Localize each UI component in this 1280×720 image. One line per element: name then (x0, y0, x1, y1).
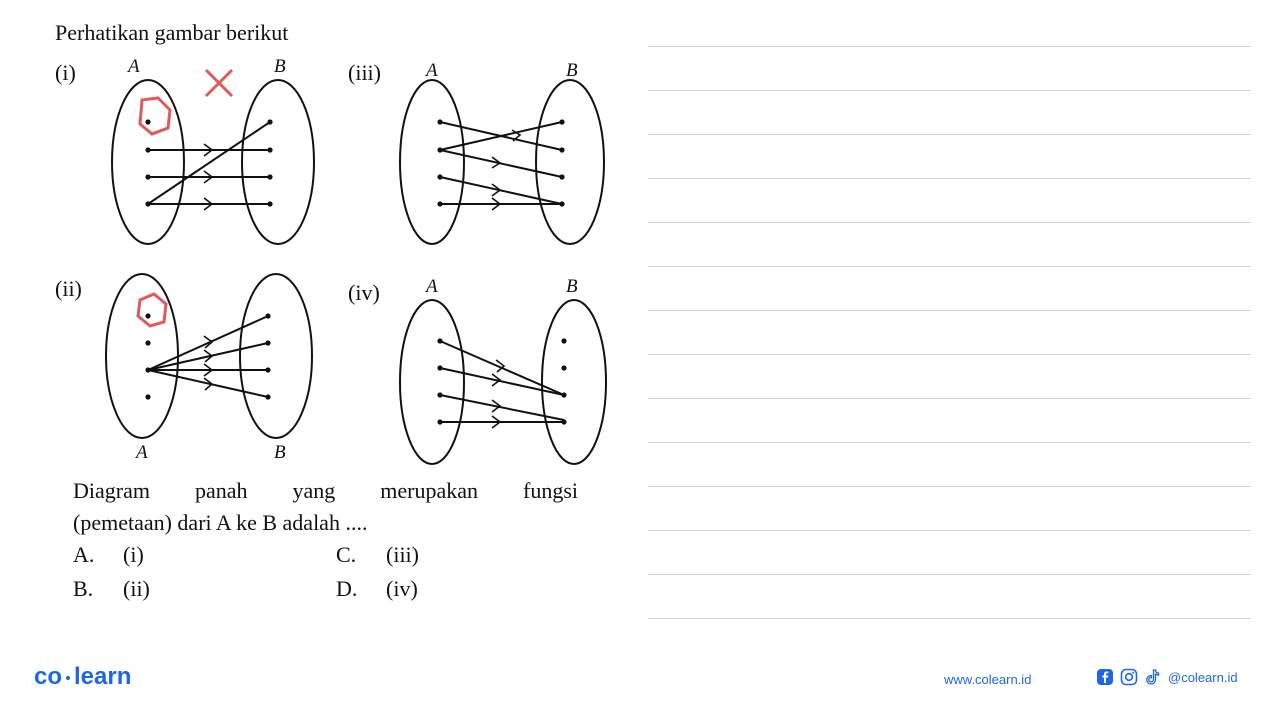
diagram-iii-points (437, 119, 565, 207)
diagram-i (111, 79, 315, 245)
ruled-line (648, 574, 1251, 575)
brand-logo-left: co (34, 663, 63, 690)
ruled-line (648, 354, 1251, 355)
option-letter: D. (336, 576, 358, 601)
cross-mark-annotation (204, 68, 234, 98)
website-link[interactable]: www.colearn.id (944, 672, 1032, 687)
set-a-oval (399, 79, 465, 245)
social-links: @colearn.id (1096, 668, 1238, 686)
circled-element-annotation (136, 292, 168, 328)
mapping-arrow (147, 315, 269, 371)
option-text: (i) (123, 542, 144, 567)
diagram-label-i: (i) (55, 60, 76, 85)
set-b-label-i: B (274, 56, 286, 77)
diagram-iv-points (437, 338, 567, 425)
option-text: (iii) (386, 542, 419, 567)
ruled-line (648, 530, 1251, 531)
diagram-ii (105, 273, 313, 439)
brand-logo-right: learn (74, 663, 132, 690)
diagram-i-points (145, 119, 273, 207)
set-a-oval (111, 79, 185, 245)
diagram-iv (399, 299, 607, 465)
arrow-diagrams (105, 68, 607, 465)
option-c[interactable]: C. (iii) (336, 542, 419, 568)
set-a-label-iii: A (426, 60, 438, 81)
brand-dot (66, 675, 71, 680)
question-word: Diagram (73, 478, 150, 503)
set-b-oval (535, 79, 605, 245)
option-letter: C. (336, 542, 357, 567)
set-b-oval (239, 273, 313, 439)
set-b-label-iv: B (566, 276, 578, 297)
mapping-arrow (147, 369, 269, 398)
diagram-label-iv: (iv) (348, 280, 380, 305)
option-d[interactable]: D. (iv) (336, 576, 418, 602)
question-word: yang (292, 478, 336, 503)
mapping-arrow (439, 394, 565, 421)
question-word: panah (194, 478, 248, 503)
option-letter: A. (73, 542, 95, 567)
tiktok-icon[interactable] (1144, 668, 1162, 686)
question-word: merupakan (380, 478, 478, 503)
ruled-line (648, 310, 1251, 311)
set-a-label-ii: A (136, 442, 148, 463)
set-b-label-iii: B (566, 60, 578, 81)
ruled-line (648, 266, 1251, 267)
instagram-icon[interactable] (1120, 668, 1138, 686)
ruled-line (648, 90, 1251, 91)
mapping-arrow (439, 367, 565, 396)
option-a[interactable]: A. (i) (73, 542, 144, 568)
set-b-label-ii: B (274, 442, 286, 463)
mapping-arrow (439, 121, 563, 151)
option-text: (iv) (386, 576, 418, 601)
circled-element-annotation (138, 96, 172, 136)
option-letter: B. (73, 576, 94, 601)
diagram-iii (399, 79, 605, 245)
ruled-line (648, 222, 1251, 223)
question-line-2: (pemetaan) dari A ke B adalah .... (73, 510, 368, 535)
mapping-arrow (439, 149, 563, 178)
set-b-oval (241, 79, 315, 245)
question-line-1: Diagram panah yang merupakan fungsi (73, 475, 578, 507)
ruled-line (648, 486, 1251, 487)
ruled-line (648, 46, 1251, 47)
set-a-oval (399, 299, 465, 465)
question-word: fungsi (523, 478, 578, 503)
social-handle[interactable]: @colearn.id (1168, 669, 1238, 685)
mapping-arrow (439, 176, 563, 205)
diagram-label-iii: (iii) (348, 60, 381, 85)
ruled-line (648, 398, 1251, 399)
facebook-icon[interactable] (1096, 668, 1114, 686)
question-text: Diagram panah yang merupakan fungsi (pem… (73, 475, 578, 539)
ruled-line (648, 134, 1251, 135)
mapping-arrow (147, 342, 269, 371)
diagram-ii-points (145, 313, 271, 400)
diagram-label-ii: (ii) (55, 276, 82, 301)
option-b[interactable]: B. (ii) (73, 576, 150, 602)
page-title: Perhatikan gambar berikut (55, 20, 289, 45)
ruled-line (648, 442, 1251, 443)
ruled-line (648, 618, 1251, 619)
set-a-label-iv: A (426, 276, 438, 297)
option-text: (ii) (123, 576, 150, 601)
mapping-arrow (147, 121, 271, 205)
set-b-oval (541, 299, 607, 465)
set-a-label-i: A (128, 56, 140, 77)
ruled-line (648, 178, 1251, 179)
